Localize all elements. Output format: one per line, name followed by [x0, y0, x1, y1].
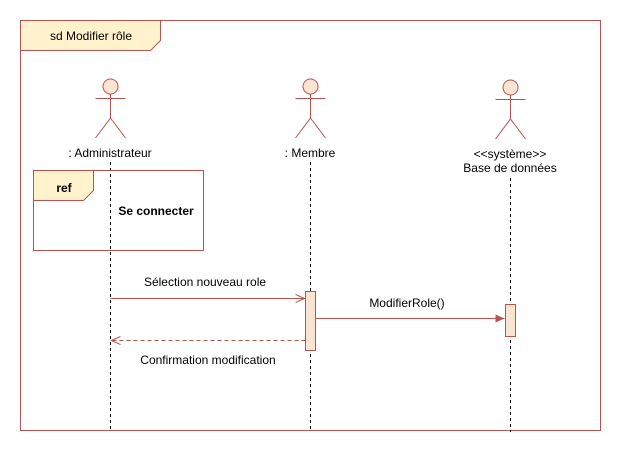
message-modifierrole-label: ModifierRole()	[369, 296, 444, 310]
actor-membre-label: : Membre	[285, 146, 336, 160]
actor-systeme-label: Base de données	[463, 161, 556, 175]
actor-admin-label: : Administrateur	[68, 146, 151, 160]
activation-systeme	[505, 304, 516, 337]
frame-title: sd Modifier rôle	[50, 29, 132, 43]
activation-membre	[305, 291, 316, 351]
frame-title-tab	[20, 20, 161, 51]
actor-membre-icon	[295, 78, 326, 139]
ref-fragment-tab	[33, 170, 94, 201]
actor-systeme-stereotype: <<système>>	[474, 147, 547, 161]
ref-fragment-text: Se connecter	[118, 204, 194, 218]
actor-systeme-icon	[495, 79, 526, 140]
ref-fragment-tag: ref	[56, 181, 72, 195]
actor-admin-icon	[95, 78, 126, 139]
ref-fragment	[33, 170, 204, 251]
message-selection-label: Sélection nouveau role	[144, 275, 266, 289]
message-confirmation-label: Confirmation modification	[140, 353, 275, 367]
